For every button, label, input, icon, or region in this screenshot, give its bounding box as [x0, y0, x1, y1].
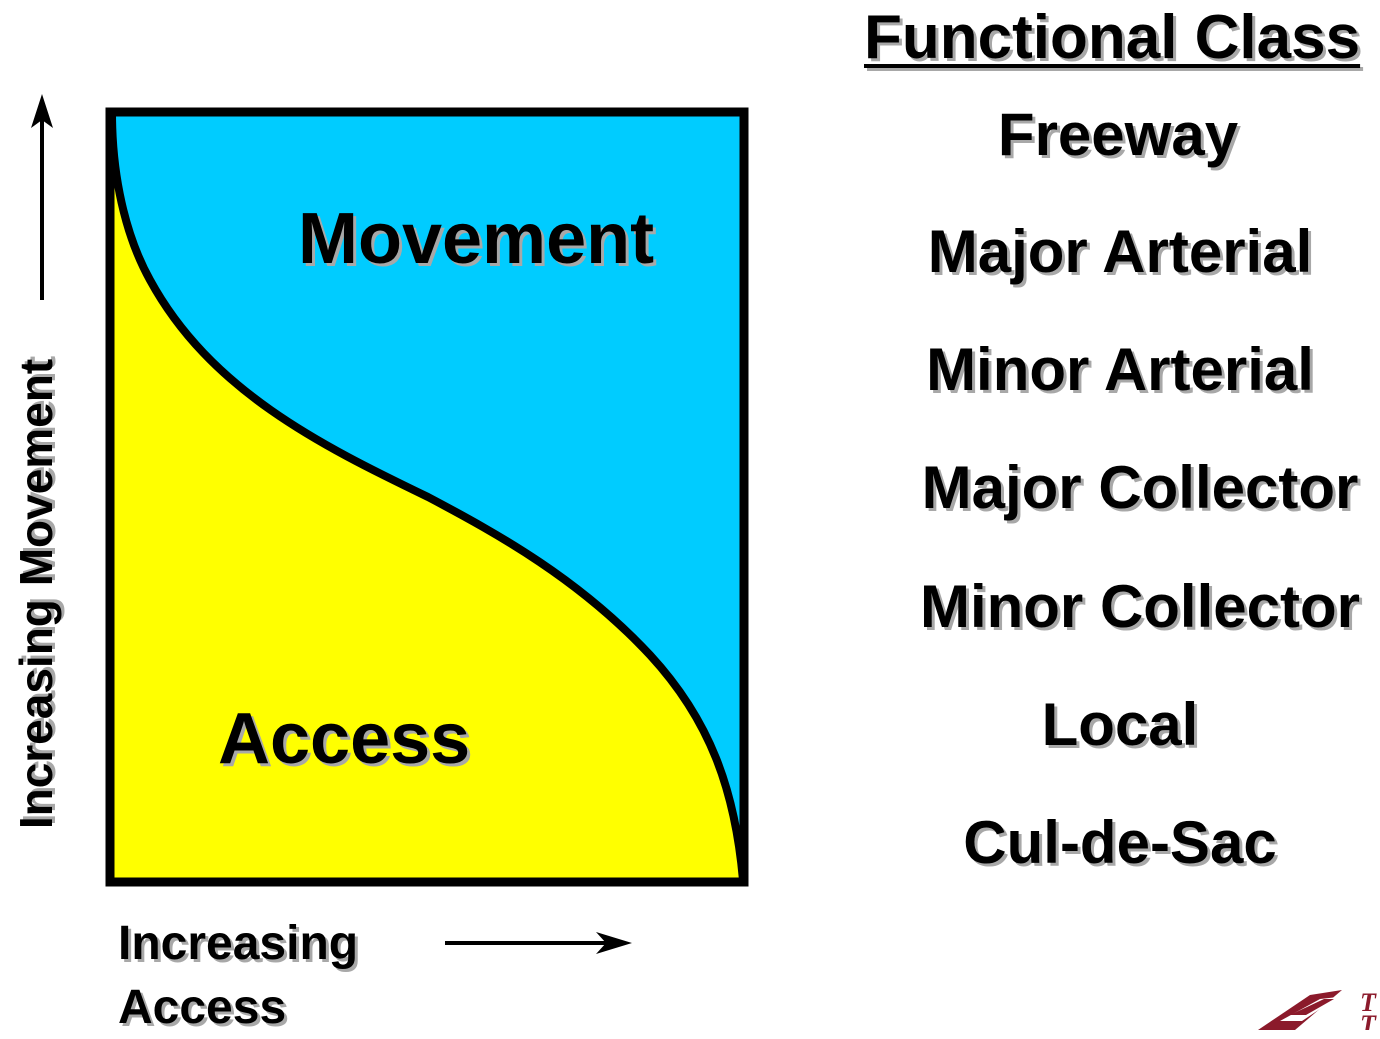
access-label: Access	[218, 699, 471, 779]
access-region	[112, 113, 743, 880]
up-arrow-icon	[31, 94, 53, 300]
class-item-major-arterial: Major Arterial	[927, 218, 1313, 285]
movement-access-curve	[108, 112, 747, 881]
logo-letter-1: T	[1360, 988, 1377, 1017]
class-item-freeway: Freeway	[997, 101, 1239, 168]
functional-class-title: Functional Class	[864, 3, 1361, 72]
class-item-minor-collector: Minor Collector	[919, 573, 1360, 640]
class-item-minor-arterial: Minor Arterial	[926, 336, 1314, 403]
logo-mark-icon: T T	[1258, 988, 1377, 1030]
class-item-local: Local	[1041, 691, 1199, 758]
x-axis-label-line2: Access	[118, 981, 287, 1034]
y-axis-label: Increasing Movement	[10, 358, 62, 830]
diagram-frame	[105, 107, 749, 887]
x-axis-label-line1: Increasing	[118, 917, 359, 970]
right-arrow-icon	[445, 932, 632, 954]
class-item-cul-de-sac: Cul-de-Sac	[963, 809, 1277, 876]
movement-label: Movement	[298, 199, 655, 279]
class-item-major-collector: Major Collector	[921, 454, 1359, 521]
logo-letter-2: T	[1360, 1010, 1377, 1030]
